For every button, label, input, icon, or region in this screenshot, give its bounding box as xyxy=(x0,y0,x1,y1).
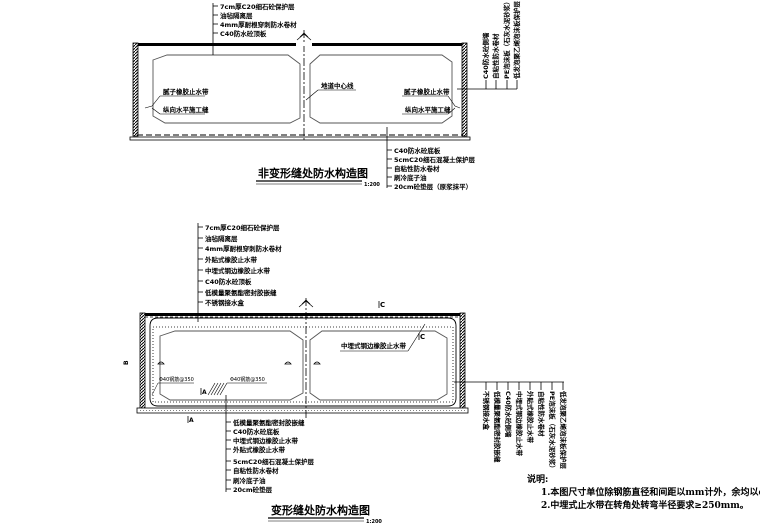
d1-right-layer-label: C40防水砼侧墙 xyxy=(481,32,490,79)
d2-section-b-left: B xyxy=(123,360,130,365)
notes-title: 说明: xyxy=(527,475,549,485)
d1-centerline-label: 地道中心线 xyxy=(321,81,354,90)
d2-right-layer-label: 中埋式钢边橡胶止水带 xyxy=(515,391,524,457)
d1-left-waterstop-label: 腻子橡胶止水带 xyxy=(163,87,209,96)
d2-centerline-symbol xyxy=(298,299,314,308)
note-item: 2.中埋式止水带在转角处转弯半径要求≥250mm。 xyxy=(541,501,749,511)
d2-rebar-dots xyxy=(152,326,454,403)
d2-cell-markers xyxy=(157,361,321,365)
d2-top-slab xyxy=(140,313,465,316)
d1-bottom-layer-label: 自粘性防水卷材 xyxy=(394,164,440,173)
d1-centerline-symbol xyxy=(296,32,312,41)
d1-right-cell xyxy=(309,54,453,124)
d2-right-layer-label: 低模量聚氨酯密封胶嵌缝 xyxy=(493,390,502,463)
d2-bottom-layer-label: 中埋式钢边橡胶止水带 xyxy=(233,436,299,445)
d2-right-layer-label: 外贴式橡胶止水带 xyxy=(526,391,535,444)
d2-inner-waterstop-label: 中埋式钢边橡胶止水带 xyxy=(341,341,407,350)
d1-top-layer-label: C40防水砼顶板 xyxy=(220,29,267,38)
d2-section-a-inner: A xyxy=(202,389,207,396)
d1-bottom-layer-label: 5cmC20细石混凝土保护层 xyxy=(394,155,475,164)
d2-bottom-layer-label: 刷冷底子油 xyxy=(233,476,266,485)
d1-left-cell xyxy=(152,54,301,124)
d2-left-wall xyxy=(139,312,146,411)
d2-bottom-layer-label: C40防水砼底板 xyxy=(233,427,280,436)
d2-bottom-layer-label: 20cm砼垫层 xyxy=(233,485,273,494)
diagram-2-deformation-joint: C C A A B 中埋式钢边橡胶止水带 Φ40钢筋@350 Φ40钢筋@350 xyxy=(123,223,568,525)
d2-top-layer-label: 油毡隔离层 xyxy=(205,234,238,243)
d2-right-cell xyxy=(309,330,448,401)
d1-top-layer-ticks xyxy=(213,5,218,34)
d2-title: 变形缝处防水构造图 xyxy=(271,503,370,517)
d1-right-layer-label: 低发泡聚乙烯泡沫板保护层 xyxy=(512,1,521,81)
d1-top-layer-label: 7cm厚C20细石砼保护层 xyxy=(220,2,295,11)
d1-joint-gap xyxy=(296,42,312,46)
d2-section-a-bottom: A xyxy=(189,417,194,424)
note-item: 1.本图尺寸单位除钢筋直径和间距以mm计外，余均以cm计。 xyxy=(541,488,760,498)
diagram-1-non-deformation-joint: 7cm厚C20细石砼保护层 油毡隔离层 4mm厚耐根穿刺防水卷材 C40防水砼顶… xyxy=(129,0,521,191)
d2-section-c-top: C xyxy=(380,301,385,309)
d1-top-layer-label: 4mm厚耐根穿刺防水卷材 xyxy=(220,20,297,29)
d1-top-layer-label: 油毡隔离层 xyxy=(220,11,253,20)
d1-left-joint-label: 纵向水平施工缝 xyxy=(163,105,209,114)
notes-block: 说明: 1.本图尺寸单位除钢筋直径和间距以mm计外，余均以cm计。 2.中埋式止… xyxy=(527,474,760,513)
d1-left-wall xyxy=(132,42,139,137)
d2-right-layer-label: 不锈钢接水盒 xyxy=(482,391,491,431)
d2-rebar-hatch xyxy=(207,382,228,396)
d1-title: 非变形缝处防水构造图 xyxy=(258,166,368,180)
d2-top-layer-label: 中埋式钢边橡胶止水带 xyxy=(205,266,271,275)
d2-bottom-layer-label: 自粘性防水卷材 xyxy=(233,466,279,475)
d2-top-layer-label: 7cm厚C20细石砼保护层 xyxy=(205,223,280,232)
d2-top-layer-label: C40防水砼顶板 xyxy=(205,277,252,286)
d1-right-layer-label: 自粘性防水卷材 xyxy=(491,33,500,79)
d1-bottom-layer-label: 刷冷底子油 xyxy=(394,173,427,182)
d1-right-layer-label: PE泡沫板（石灰水泥砂浆） xyxy=(502,0,511,79)
d1-scale: 1:200 xyxy=(364,182,380,188)
d2-bottom-layer-label: 低模量聚氨酯密封胶嵌缝 xyxy=(232,418,305,427)
d2-top-layer-label: 4mm厚耐根穿刺防水卷材 xyxy=(205,244,282,253)
d2-left-cell xyxy=(159,330,304,401)
d2-waterstop-loop xyxy=(149,317,457,407)
d2-bottom-layer-label: 5cmC20细石混凝土保护层 xyxy=(233,457,314,466)
d1-bottom-layer-label: 20cm砼垫层（原浆抹平） xyxy=(394,182,472,191)
d2-rebar-label-1: Φ40钢筋@350 xyxy=(159,376,194,383)
d2-bottom-layer-label: 外贴式橡胶止水带 xyxy=(233,445,286,454)
d1-bottom-layer-label: C40防水砼底板 xyxy=(394,146,441,155)
d2-section-c-inner: C xyxy=(420,333,425,341)
d2-top-layer-label: 不锈钢接水盒 xyxy=(205,298,245,307)
d2-right-layer-label: PE泡沫板（石灰水泥砂浆） xyxy=(548,391,557,472)
d1-right-waterstop-label: 腻子橡胶止水带 xyxy=(404,87,450,96)
d2-right-layer-label: C40防水砼侧墙 xyxy=(504,391,513,438)
d2-top-layer-label: 低模量聚氨酯密封胶嵌缝 xyxy=(204,288,277,297)
d1-bottom-slab xyxy=(129,136,471,141)
d2-top-layer-label: 外贴式橡胶止水带 xyxy=(205,255,258,264)
d2-right-layer-label: 自粘性防水卷材 xyxy=(537,391,546,437)
d1-right-joint-label: 纵向水平施工缝 xyxy=(405,105,451,114)
d2-scale: 1:200 xyxy=(366,519,382,525)
d1-right-wall xyxy=(461,42,468,137)
d2-right-layer-label: 低发泡聚乙烯泡沫板保护层 xyxy=(559,390,568,470)
d2-rebar-label-2: Φ40钢筋@350 xyxy=(230,376,265,383)
d2-right-wall xyxy=(459,312,466,411)
